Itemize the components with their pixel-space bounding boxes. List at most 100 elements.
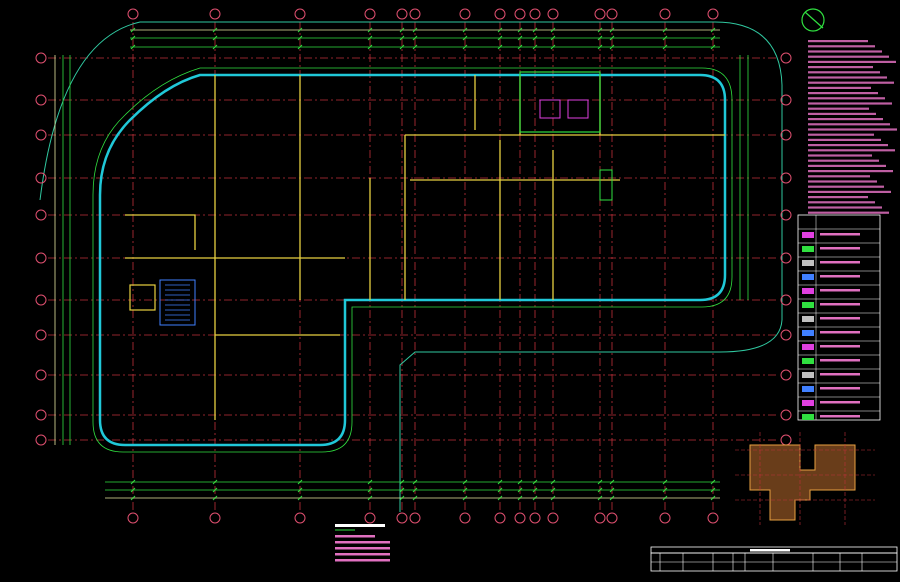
legend-text-line: [820, 303, 860, 306]
dimension-tick: [550, 35, 556, 41]
legend-text-line: [820, 247, 860, 250]
note-text-line: [808, 66, 873, 69]
dimension-tick: [212, 495, 218, 501]
dimension-tick: [297, 487, 303, 493]
summary-text-line: [335, 541, 390, 544]
dimension-tick: [597, 487, 603, 493]
dimension-tick: [462, 495, 468, 501]
note-text-line: [808, 71, 880, 74]
legend-swatch: [802, 400, 814, 406]
dimension-tick: [212, 44, 218, 50]
grid-bubble: [780, 434, 792, 446]
dimension-tick: [710, 495, 716, 501]
dimension-tick: [412, 479, 418, 485]
note-text-line: [808, 50, 882, 53]
key-plan: [735, 432, 875, 525]
grid-bubble: [396, 8, 408, 20]
grid-bubble: [35, 252, 47, 264]
note-text-line: [808, 128, 897, 131]
note-text-line: [808, 201, 875, 204]
dimension-tick: [550, 44, 556, 50]
site-boundary: [39, 21, 783, 512]
dimension-tick: [212, 487, 218, 493]
grid-bubble: [780, 172, 792, 184]
grid-bubble: [780, 409, 792, 421]
legend-swatch: [802, 316, 814, 322]
legend-text-line: [820, 387, 860, 390]
dimension-tick: [662, 479, 668, 485]
dimension-tick: [517, 35, 523, 41]
grid-bubble: [514, 8, 526, 20]
grid-bubble: [529, 8, 541, 20]
dimension-tick: [412, 27, 418, 33]
legend-text-line: [820, 359, 860, 362]
legend-text-line: [820, 401, 860, 404]
north-arrow-circle: [801, 8, 825, 32]
dimension-tick: [399, 35, 405, 41]
grid-bubble: [547, 512, 559, 524]
legend-text-line: [820, 373, 860, 376]
dimension-tick: [550, 487, 556, 493]
dimension-tick: [412, 487, 418, 493]
design-notes: [808, 40, 897, 214]
note-text-line: [808, 180, 877, 183]
grid-bubble: [35, 172, 47, 184]
dimension-tick: [497, 44, 503, 50]
grid-bubble: [594, 512, 606, 524]
legend-swatch: [802, 246, 814, 252]
note-text-line: [808, 185, 884, 188]
dimension-tick: [367, 495, 373, 501]
dimension-tick: [297, 495, 303, 501]
dimension-tick: [597, 27, 603, 33]
dimension-tick: [399, 44, 405, 50]
dimension-tick: [550, 495, 556, 501]
dimension-tick: [597, 44, 603, 50]
legend-text-line: [820, 289, 860, 292]
note-text-line: [808, 102, 892, 105]
grid-bubble: [35, 369, 47, 381]
key-plan-shape: [749, 444, 856, 521]
note-text-line: [808, 40, 868, 43]
dimension-tick: [532, 35, 538, 41]
note-text-line: [808, 206, 882, 209]
dimension-tick: [497, 487, 503, 493]
dimension-tick: [710, 44, 716, 50]
grid-bubble: [606, 8, 618, 20]
dimension-tick: [662, 487, 668, 493]
grid-bubble: [780, 252, 792, 264]
dimension-tick: [412, 495, 418, 501]
grid-bubble: [294, 8, 306, 20]
grid-bubble: [514, 512, 526, 524]
dimension-tick: [497, 27, 503, 33]
legend-swatch: [802, 288, 814, 294]
title-table-header: [650, 546, 898, 554]
dimension-tick: [297, 479, 303, 485]
grid-bubble: [707, 512, 719, 524]
grid-bubble: [780, 329, 792, 341]
dimension-tick: [517, 27, 523, 33]
dimension-tick: [662, 495, 668, 501]
legend-text-line: [820, 415, 860, 418]
exterior-wall-outer-line: [92, 67, 733, 453]
grid-bubble: [494, 512, 506, 524]
note-text-line: [808, 154, 872, 157]
dimension-tick: [130, 27, 136, 33]
note-text-line: [808, 60, 896, 63]
area-summary-notes: [335, 524, 390, 562]
dimension-tick: [130, 35, 136, 41]
dimension-tick: [497, 35, 503, 41]
grid-bubble: [594, 8, 606, 20]
grid-bubble: [35, 409, 47, 421]
elevator-shaft: [567, 99, 589, 119]
dimension-tick: [367, 479, 373, 485]
dimension-tick: [550, 479, 556, 485]
site-boundary-line: [39, 21, 783, 512]
grid-bubble: [127, 512, 139, 524]
legend-table: [797, 214, 881, 421]
summary-text-line: [335, 547, 390, 550]
legend-swatch: [802, 330, 814, 336]
dimension-tick: [497, 479, 503, 485]
grid-bubble: [529, 512, 541, 524]
dimension-tick: [367, 27, 373, 33]
legend-swatch: [802, 302, 814, 308]
